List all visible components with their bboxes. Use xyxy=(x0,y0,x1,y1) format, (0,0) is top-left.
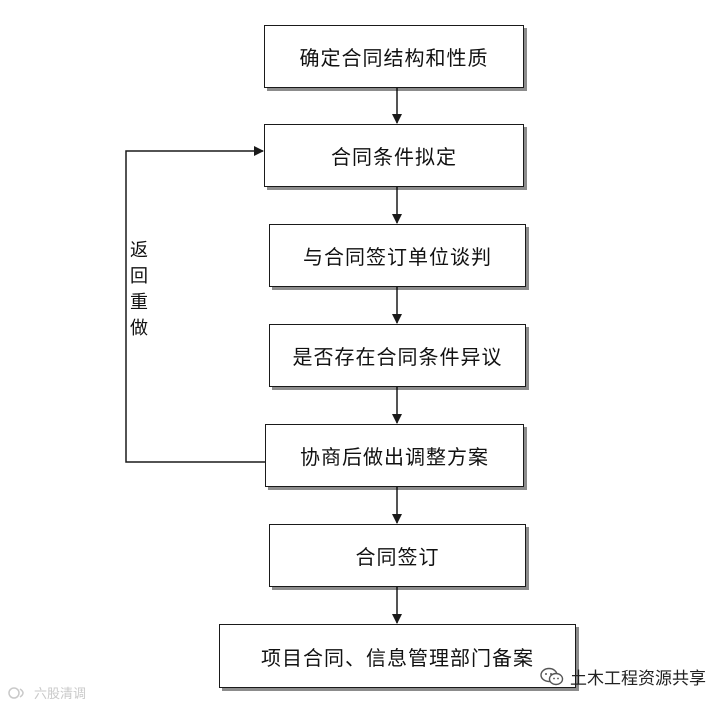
watermark-right: 土木工程资源共享 xyxy=(540,664,706,689)
step-node-define-structure: 确定合同结构和性质 xyxy=(264,25,524,88)
loop-back-connector xyxy=(125,146,265,463)
step-node-draft-conditions: 合同条件拟定 xyxy=(264,124,524,187)
loop-back-label: 返回重做 xyxy=(127,240,148,344)
step-node-file-record: 项目合同、信息管理部门备案 xyxy=(219,624,576,688)
watermark-logo-icon xyxy=(8,686,24,699)
step-node-sign-contract: 合同签订 xyxy=(269,524,526,587)
step-node-adjust-plan: 协商后做出调整方案 xyxy=(265,424,524,487)
wechat-icon xyxy=(540,667,564,685)
watermark-right-text: 土木工程资源共享 xyxy=(570,669,706,689)
watermark-left: 六股清调 xyxy=(8,683,86,702)
step-node-check-objection: 是否存在合同条件异议 xyxy=(269,324,526,387)
watermark-left-text: 六股清调 xyxy=(34,687,87,702)
step-node-negotiate: 与合同签订单位谈判 xyxy=(269,224,526,287)
